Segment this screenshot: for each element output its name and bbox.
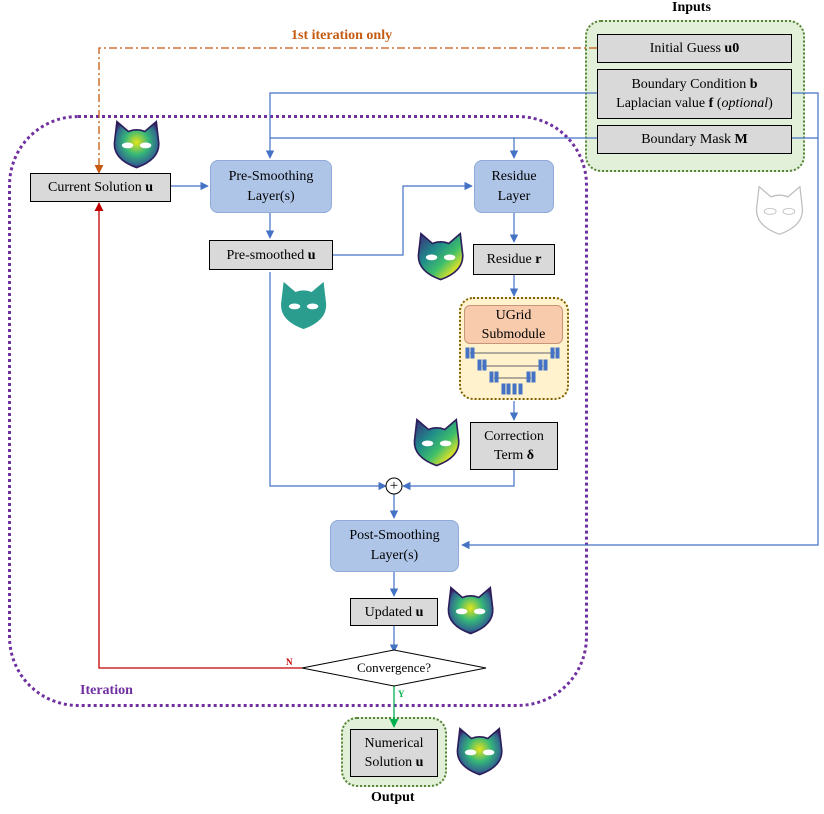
residue-symbol: r [535,252,542,267]
pre-smoothing-line2: Layer(s) [247,188,295,204]
presmoothed-to-residue-arrow [333,181,473,256]
boundary-mask-symbol: M [734,132,748,147]
boundary-to-presmoothing-arrow [265,92,597,159]
boundary-mask-box: Boundary Mask M [597,125,792,154]
mask-icon-updated [447,586,494,635]
residue-layer-line2: Layer [497,188,531,204]
boundary-condition-text: Boundary Condition [631,77,750,92]
laplacian-symbol: f [708,96,714,111]
pre-smoothed-text: Pre-smoothed [226,247,308,263]
ugrid-network-icon [465,347,560,395]
pre-smoothed-symbol: u [307,247,316,263]
updated-box: Updated u [350,598,438,626]
pre-smoothing-layer-box: Pre-Smoothing Layer(s) [210,160,332,213]
mask-icon-boundary-outline [755,186,804,235]
residue-box: Residue r [473,244,555,275]
mask-icon-correction [413,418,460,467]
no-label: N [286,657,293,667]
numerical-solution-box: Numerical Solution u [350,729,438,777]
iteration-loop-border [8,115,588,707]
optional-text: optional [721,96,769,111]
current-solution-box: Current Solution u [30,173,171,202]
iteration-label: Iteration [80,683,133,698]
boundary-mask-text: Boundary Mask [641,132,735,147]
boundary-condition-box: Boundary Condition b Laplacian value f (… [597,69,792,119]
residue-layer-line1: Residue [491,168,537,184]
numerical-line1: Numerical [364,736,424,751]
no-loop-arrow [94,202,302,669]
convergence-label: Convergence? [356,660,432,675]
pre-smoothed-box: Pre-smoothed u [209,240,333,270]
inputs-title: Inputs [672,0,711,15]
output-title: Output [371,790,415,805]
ugrid-line2: Submodule [481,326,546,342]
mask-icon-boundary-teal [281,282,327,329]
pre-smoothing-line1: Pre-Smoothing [228,168,314,184]
post-smoothing-line2: Layer(s) [370,548,419,563]
laplacian-text: Laplacian value [616,96,709,111]
first-iteration-arrow [94,47,597,174]
current-solution-symbol: u [145,180,154,195]
presmoothed-to-sum-arrow [269,272,387,491]
correction-line2: Term [493,448,527,463]
first-iteration-label: 1st iteration only [291,28,393,43]
residue-layer-box: Residue Layer [474,160,554,213]
post-smoothing-layer-box: Post-Smoothing Layer(s) [330,520,459,572]
ugrid-submodule-box: UGrid Submodule [464,305,563,344]
updated-symbol: u [415,604,424,620]
mask-to-residue-arrow [509,137,597,159]
ugrid-line1: UGrid [495,307,532,323]
sum-circle [385,477,403,495]
boundary-condition-symbol: b [749,77,758,92]
numerical-line2: Solution [364,755,416,770]
initial-guess-box: Initial Guess u0 [597,34,792,63]
correction-to-sum-arrow [402,470,515,491]
mask-icon-numerical [456,727,503,776]
numerical-symbol: u [415,755,424,770]
correction-symbol: δ [526,448,535,463]
initial-guess-symbol: u0 [724,41,740,56]
initial-guess-text: Initial Guess [649,41,725,56]
yes-label: Y [398,689,405,699]
correction-term-box: Correction Term δ [470,422,558,470]
residue-text: Residue [486,252,536,267]
correction-line1: Correction [484,429,544,444]
convergence-diamond [301,649,487,687]
updated-text: Updated [364,604,416,620]
post-smoothing-line1: Post-Smoothing [349,528,440,543]
mask-icon-current-solution [113,120,160,169]
mask-icon-presmoothed [417,232,464,281]
current-solution-text: Current Solution [47,180,146,195]
bc-to-postsmoothing-arrow [461,92,819,550]
sum-symbol: + [389,478,399,494]
